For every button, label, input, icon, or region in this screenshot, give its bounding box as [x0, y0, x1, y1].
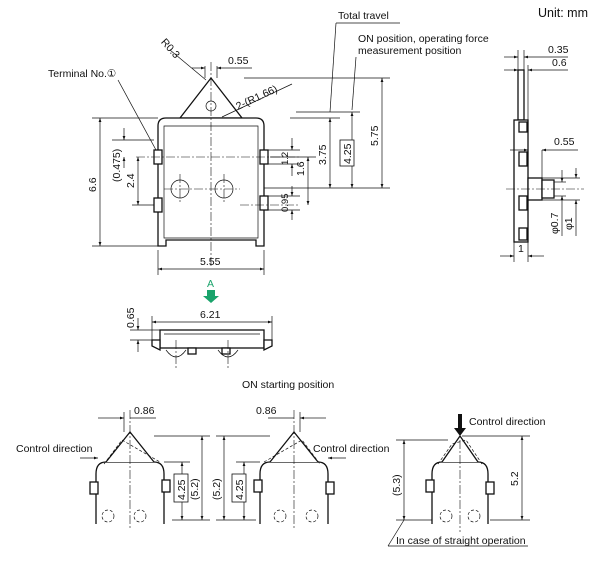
bottom-body — [159, 329, 265, 349]
unit-label: Unit: mm — [538, 6, 588, 20]
dim-0-475: (0.475) — [111, 149, 123, 182]
left-terminal-r — [161, 479, 171, 493]
right-terminal-r — [485, 481, 495, 495]
bottom-tab-2 — [221, 347, 231, 355]
dim-5-75: 5.75 — [369, 125, 381, 146]
bottom-tab-1 — [187, 347, 197, 355]
on-position-callout-2: measurement position — [358, 45, 461, 57]
view-a-label: A — [207, 278, 214, 290]
bottom-terminal-right — [263, 339, 273, 352]
right-control-direction: Control direction — [469, 416, 546, 428]
on-position-callout-1: ON position, operating force — [358, 33, 489, 45]
top-view: R0.3 0.55 2-(R1.66) Terminal No.① Total … — [48, 10, 489, 275]
side-view: 0.35 0.6 0.55 φ0.7 φ1 1 — [500, 44, 584, 262]
right-terminal-l — [425, 479, 435, 493]
dim-4-25-box — [339, 139, 355, 167]
dim-0-65: 0.65 — [125, 307, 137, 328]
dim-0-55-top: 0.55 — [228, 55, 249, 67]
bottom-terminal-left — [151, 339, 161, 352]
on-start-right: Control direction (5.3) 5.2 In case of s… — [387, 414, 546, 547]
terminal-right-lower — [259, 195, 269, 211]
mid-dim-5-2: (5.2) — [211, 478, 223, 500]
dim-5-55: 5.55 — [200, 256, 221, 268]
left-dim-5-2: (5.2) — [189, 478, 201, 500]
switch-body-inner — [163, 125, 259, 239]
mid-terminal-l — [253, 479, 263, 493]
on-start-middle: 0.86 Control direction (5.2) 4.25 — [211, 405, 390, 530]
terminal-no-callout: Terminal No.① — [48, 68, 116, 80]
control-direction-arrow-icon — [454, 414, 466, 436]
left-actuator-ghost — [103, 439, 161, 465]
left-dim-4-25: 4.25 — [176, 479, 188, 500]
side-terminal-1 — [518, 121, 528, 133]
straight-operation-note: In case of straight operation — [396, 535, 526, 547]
total-travel-callout: Total travel — [338, 10, 389, 22]
side-terminal-3 — [518, 195, 528, 211]
dim-1-6: 1.6 — [295, 161, 307, 176]
on-starting-title: ON starting position — [242, 379, 334, 391]
side-body — [513, 119, 529, 243]
dim-phi-0-7: φ0.7 — [549, 212, 561, 234]
left-dim-4-25-box — [173, 473, 189, 503]
dim-0-95: 0.95 — [280, 194, 291, 213]
left-terminal-l — [89, 481, 99, 495]
left-dim-0-86: 0.86 — [134, 405, 155, 417]
dim-2-4: 2.4 — [125, 173, 137, 188]
mid-terminal-r — [325, 481, 335, 495]
dim-6-21: 6.21 — [200, 309, 221, 321]
on-start-left: 0.86 Control direction 4.25 (5.2) — [16, 405, 210, 530]
bottom-view: A 0.65 6.21 — [125, 278, 273, 368]
left-control-direction: Control direction — [16, 443, 93, 455]
right-dim-5-3: (5.3) — [391, 474, 403, 496]
right-dim-5-2: 5.2 — [509, 471, 521, 486]
dim-1: 1 — [518, 243, 524, 255]
dim-0-6: 0.6 — [552, 57, 567, 69]
dim-3-75: 3.75 — [317, 144, 329, 165]
dim-r1-66: 2-(R1.66) — [234, 83, 279, 113]
right-actuator-ghost — [437, 439, 483, 465]
dim-4-25: 4.25 — [342, 143, 354, 164]
dim-1-2: 1.2 — [280, 152, 291, 165]
view-a-arrow-icon — [203, 290, 219, 303]
dim-0-35: 0.35 — [548, 44, 569, 56]
terminal-left-lower — [153, 197, 163, 213]
side-actuator — [517, 69, 525, 121]
mid-dim-4-25-box — [231, 473, 247, 503]
side-terminal-2 — [518, 151, 528, 167]
side-terminal-4 — [518, 227, 528, 241]
dim-0-55-side: 0.55 — [554, 136, 575, 148]
dim-6-6: 6.6 — [87, 177, 99, 192]
dim-phi-1: φ1 — [563, 217, 575, 230]
mid-dim-0-86: 0.86 — [256, 405, 277, 417]
mid-control-direction: Control direction — [313, 443, 390, 455]
mid-dim-4-25: 4.25 — [234, 479, 246, 500]
